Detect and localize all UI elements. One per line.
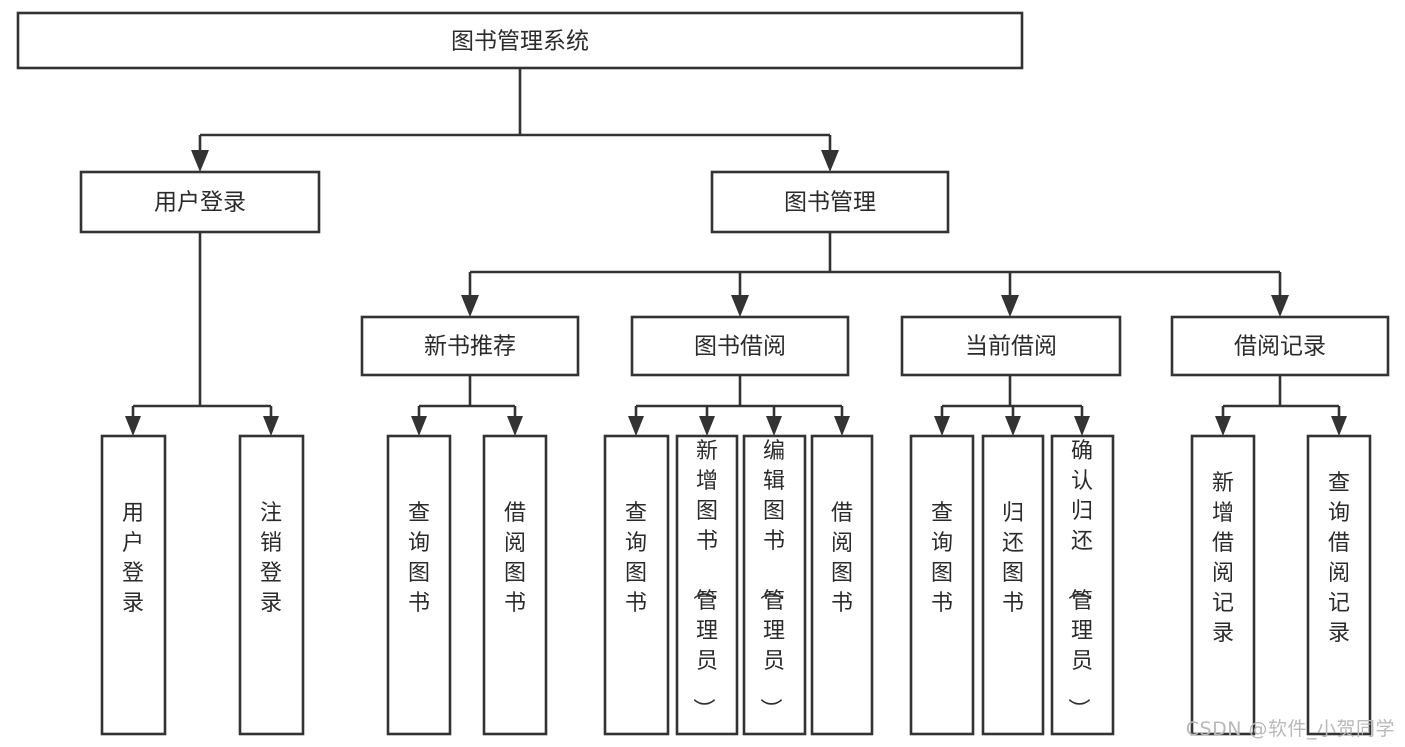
node-leaf-add-book-label: 新增图书（管理员） [690, 439, 718, 720]
arrow-to-leaf-query-book-3 [934, 416, 950, 436]
node-leaf-query-record-label: 查询借阅记录 [1328, 471, 1350, 646]
arrow-to-user-login [191, 150, 209, 172]
node-leaf-query-record[interactable]: 查询借阅记录 [1306, 434, 1372, 736]
arrow-to-borrow-record [1271, 295, 1289, 317]
node-borrow-record-box[interactable] [1170, 315, 1390, 377]
node-leaf-borrow-book-1[interactable]: 借阅图书 [482, 434, 548, 736]
node-leaf-add-record-label: 新增借阅记录 [1212, 471, 1234, 646]
node-leaf-user-logout[interactable]: 注销登录 [238, 434, 305, 736]
node-leaf-query-book-2-box[interactable] [603, 434, 670, 736]
node-leaf-user-login-box[interactable] [100, 434, 167, 736]
node-borrow-record[interactable]: 借阅记录 [1170, 315, 1390, 377]
node-book-manage-label: 图书管理 [784, 190, 876, 216]
arrow-to-leaf-borrow-book-1 [507, 416, 523, 436]
node-leaf-user-login-label: 用户登录 [122, 501, 144, 616]
arrow-to-leaf-user-logout [263, 416, 279, 436]
node-user-login[interactable]: 用户登录 [79, 170, 321, 234]
node-leaf-user-logout-box[interactable] [238, 434, 305, 736]
arrow-to-book-manage [821, 150, 839, 172]
node-root-label: 图书管理系统 [451, 29, 589, 55]
node-leaf-confirm-return[interactable]: 确认归还（管理员） [1050, 434, 1115, 736]
node-leaf-edit-book-box[interactable] [742, 434, 807, 736]
node-leaf-borrow-book-2-label: 借阅图书 [831, 501, 853, 616]
arrow-to-leaf-query-record [1331, 416, 1347, 436]
node-root-box[interactable] [16, 11, 1024, 70]
node-current-borrow-label: 当前借阅 [965, 334, 1057, 360]
node-borrow-record-label: 借阅记录 [1234, 334, 1326, 360]
arrow-to-leaf-borrow-book-2 [834, 416, 850, 436]
node-root[interactable]: 图书管理系统 [16, 11, 1024, 70]
node-current-borrow[interactable]: 当前借阅 [900, 315, 1122, 377]
node-book-borrow-label: 图书借阅 [694, 334, 786, 360]
node-leaf-add-record[interactable]: 新增借阅记录 [1190, 434, 1256, 736]
node-leaf-add-book-box[interactable] [675, 434, 739, 736]
node-leaf-query-book-3-box[interactable] [909, 434, 975, 736]
arrow-to-book-borrow [731, 295, 749, 317]
node-leaf-confirm-return-box[interactable] [1050, 434, 1115, 736]
arrow-to-leaf-add-record [1215, 416, 1231, 436]
node-user-login-label: 用户登录 [154, 190, 246, 216]
connector-layer [125, 68, 1347, 436]
node-leaf-edit-book-label: 编辑图书（管理员） [757, 439, 785, 720]
node-leaf-query-book-3[interactable]: 查询图书 [909, 434, 975, 736]
node-leaf-return-book[interactable]: 归还图书 [981, 434, 1045, 736]
arrow-to-leaf-add-book [699, 416, 715, 436]
arrow-to-leaf-return-book [1005, 416, 1021, 436]
node-leaf-query-book-1-label: 查询图书 [408, 501, 430, 616]
node-leaf-query-book-2-label: 查询图书 [625, 501, 647, 616]
csdn-watermark: CSDN @软件_小贺同学 [1185, 718, 1395, 740]
node-leaf-return-book-label: 归还图书 [1002, 501, 1024, 616]
node-leaf-borrow-book-2[interactable]: 借阅图书 [810, 434, 874, 736]
node-leaf-query-book-3-label: 查询图书 [931, 501, 953, 616]
node-leaf-query-book-1-box[interactable] [386, 434, 452, 736]
arrow-to-new-book-recommend [461, 295, 479, 317]
arrow-to-leaf-edit-book [766, 416, 782, 436]
node-leaf-user-login[interactable]: 用户登录 [100, 434, 167, 736]
node-book-borrow-box[interactable] [630, 315, 850, 377]
node-book-manage[interactable]: 图书管理 [710, 170, 950, 234]
node-book-manage-box[interactable] [710, 170, 950, 234]
node-new-book-recommend-label: 新书推荐 [424, 334, 516, 360]
arrow-to-current-borrow [1001, 295, 1019, 317]
node-leaf-borrow-book-1-label: 借阅图书 [504, 501, 526, 616]
node-leaf-query-book-2[interactable]: 查询图书 [603, 434, 670, 736]
node-leaf-add-record-box[interactable] [1190, 434, 1256, 736]
arrow-to-leaf-query-book-2 [628, 416, 644, 436]
node-leaf-confirm-return-label: 确认归还（管理员） [1065, 439, 1093, 720]
node-leaf-query-record-box[interactable] [1306, 434, 1372, 736]
arrow-to-leaf-confirm-return [1074, 416, 1090, 436]
node-leaf-user-logout-label: 注销登录 [260, 501, 282, 616]
node-leaf-query-book-1[interactable]: 查询图书 [386, 434, 452, 736]
node-leaf-add-book[interactable]: 新增图书（管理员） [675, 434, 739, 736]
node-book-borrow[interactable]: 图书借阅 [630, 315, 850, 377]
node-current-borrow-box[interactable] [900, 315, 1122, 377]
arrow-to-leaf-query-book-1 [411, 416, 427, 436]
node-leaf-edit-book[interactable]: 编辑图书（管理员） [742, 434, 807, 736]
node-new-book-recommend[interactable]: 新书推荐 [360, 315, 580, 377]
node-leaf-borrow-book-1-box[interactable] [482, 434, 548, 736]
node-user-login-box[interactable] [79, 170, 321, 234]
node-leaf-borrow-book-2-box[interactable] [810, 434, 874, 736]
node-new-book-recommend-box[interactable] [360, 315, 580, 377]
node-leaf-return-book-box[interactable] [981, 434, 1045, 736]
arrow-to-leaf-user-login [125, 416, 141, 436]
